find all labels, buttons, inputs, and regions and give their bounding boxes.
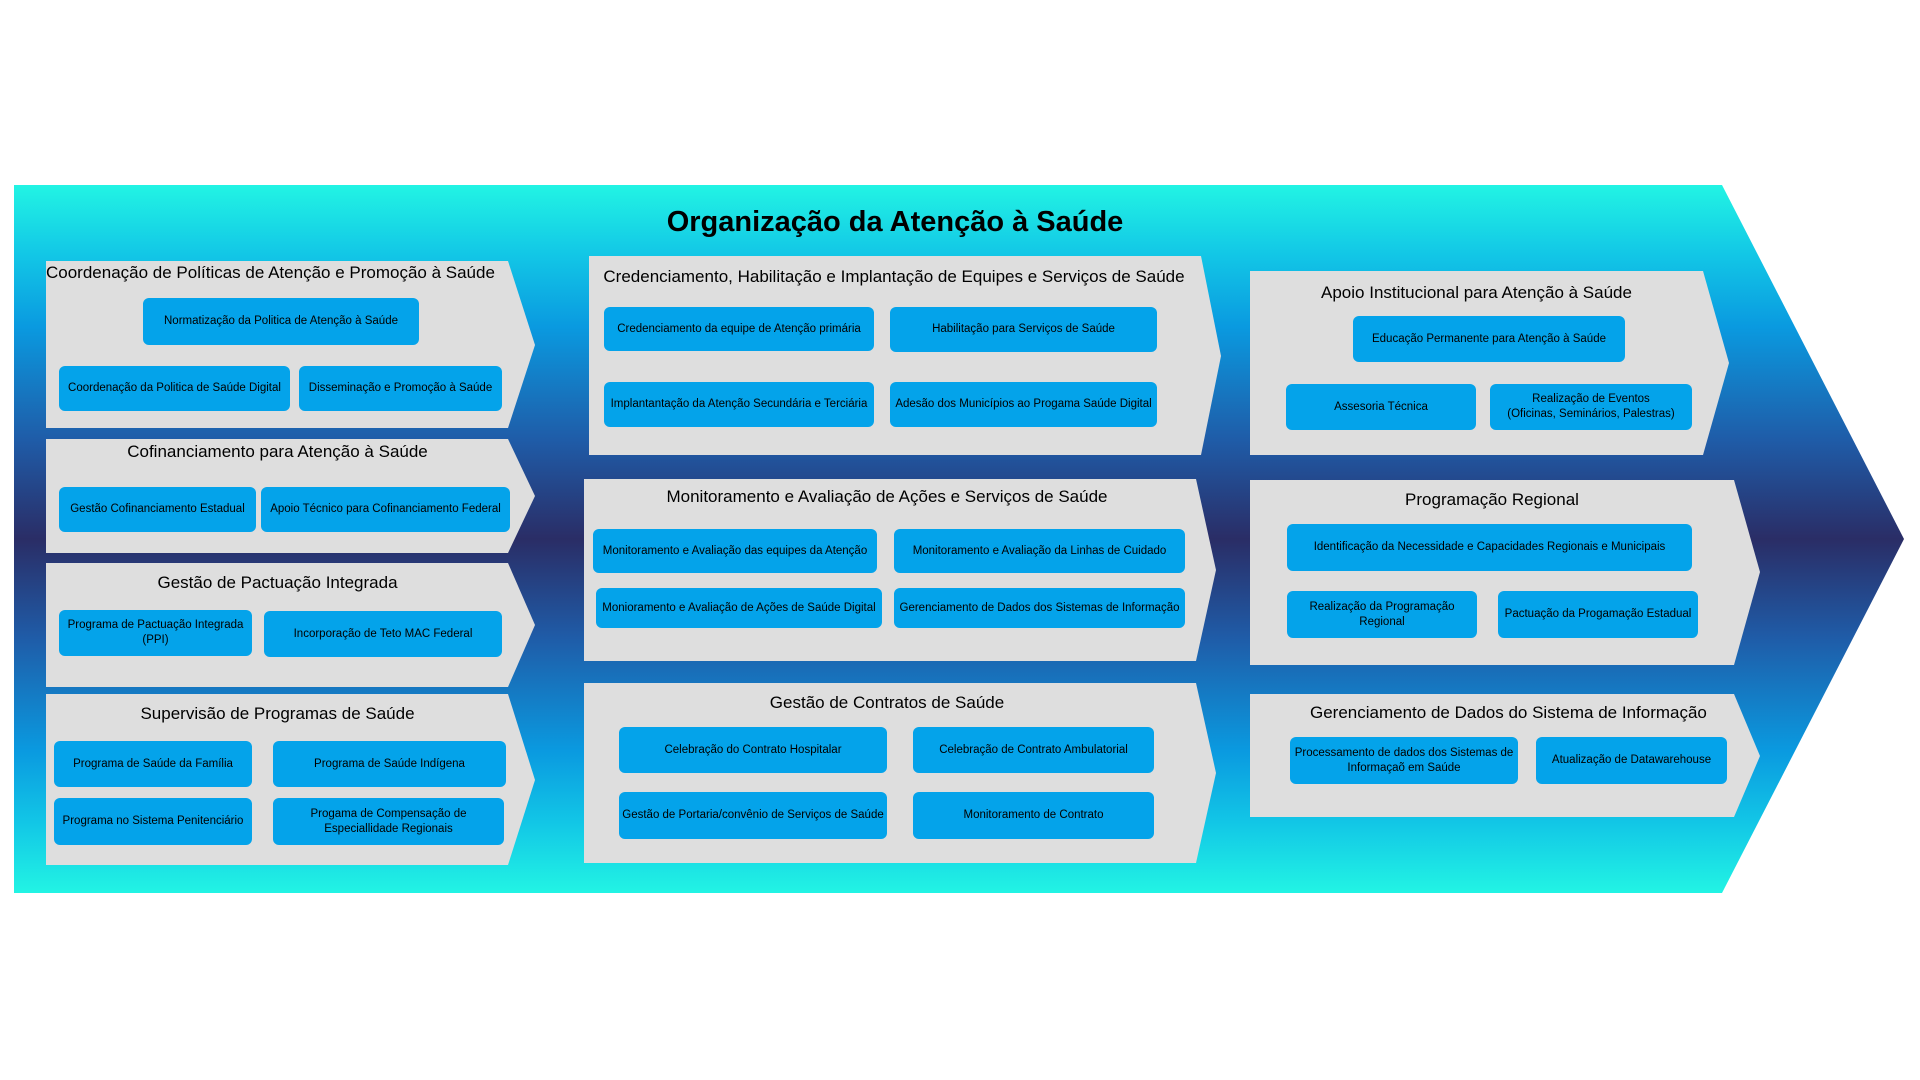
box-assessoria-tecnica[interactable]: Assesoria Técnica: [1286, 384, 1476, 430]
panel-title: Gerenciamento de Dados do Sistema de Inf…: [1310, 703, 1707, 722]
box-label: Adesão dos Municípios ao Progama Saúde D…: [895, 398, 1152, 410]
panel-gerenciamento-dados: Gerenciamento de Dados do Sistema de Inf…: [1250, 694, 1760, 817]
panel-pactuacao-integrada: Gestão de Pactuação Integrada Programa d…: [46, 563, 535, 687]
panel-credenciamento-habilitacao: Credenciamento, Habilitação e Implantaçã…: [589, 256, 1221, 455]
panel-apoio-institucional: Apoio Institucional para Atenção à Saúde…: [1250, 271, 1729, 455]
box-atualizacao-datawarehouse[interactable]: Atualização de Datawarehouse: [1536, 737, 1727, 784]
box-label: Gestão de Portaria/convênio de Serviços …: [622, 809, 884, 821]
panel-title: Gestão de Pactuação Integrada: [157, 573, 398, 592]
box-label: Implantantação da Atenção Secundária e T…: [610, 398, 868, 410]
box-label: Realização de Eventos (Oficinas, Seminár…: [1507, 393, 1675, 420]
box-gestao-cofinanciamento-estadual[interactable]: Gestão Cofinanciamento Estadual: [59, 487, 256, 532]
panel-title: Supervisão de Programas de Saúde: [140, 704, 415, 723]
diagram-title: Organização da Atenção à Saúde: [666, 206, 1124, 238]
box-contrato-ambulatorial[interactable]: Celebração de Contrato Ambulatorial: [913, 727, 1154, 773]
panel-coordenacao-politicas: Coordenação de Políticas de Atenção e Pr…: [46, 261, 535, 428]
panel-monitoramento-avaliacao: Monitoramento e Avaliação de Ações e Ser…: [584, 479, 1216, 661]
box-label: Programa no Sistema Penitenciário: [62, 815, 244, 827]
box-coordenacao-saude-digital[interactable]: Coordenação da Politica de Saúde Digital: [59, 366, 290, 411]
box-label: Habilitação para Serviços de Saúde: [932, 323, 1115, 335]
box-ppi[interactable]: Programa de Pactuação Integrada (PPI): [59, 610, 252, 656]
box-label: Programa de Pactuação Integrada (PPI): [67, 619, 244, 646]
box-label: Credenciamento da equipe de Atenção prim…: [617, 322, 861, 335]
box-monitoramento-saude-digital[interactable]: Monioramento e Avaliação de Ações de Saú…: [596, 588, 882, 628]
box-label: Incorporação de Teto MAC Federal: [293, 627, 473, 640]
box-gerenciamento-dados-sistemas[interactable]: Gerenciamento de Dados dos Sistemas de I…: [894, 588, 1185, 628]
box-label: Educação Permanente para Atenção à Saúde: [1371, 332, 1606, 345]
box-label: Progama de Compensação de Especiallidade…: [310, 807, 467, 835]
box-saude-familia[interactable]: Programa de Saúde da Família: [54, 741, 252, 787]
box-processamento-dados[interactable]: Processamento de dados dos Sistemas de I…: [1290, 737, 1518, 784]
box-label: Programa de Saúde Indígena: [314, 757, 465, 770]
box-label: Monioramento e Avaliação de Ações de Saú…: [602, 601, 876, 614]
box-label: Processamento de dados dos Sistemas de I…: [1294, 746, 1514, 774]
panel-title: Credenciamento, Habilitação e Implantaçã…: [603, 267, 1185, 286]
box-identificacao-necessidade[interactable]: Identificação da Necessidade e Capacidad…: [1287, 524, 1692, 571]
box-realizacao-eventos[interactable]: Realização de Eventos (Oficinas, Seminár…: [1490, 384, 1692, 430]
panel-cofinanciamento: Cofinanciamento para Atenção à Saúde Ges…: [46, 439, 535, 553]
box-credenciamento-atencao-primaria[interactable]: Credenciamento da equipe de Atenção prim…: [604, 307, 874, 351]
box-compensacao-especialidade[interactable]: Progama de Compensação de Especiallidade…: [273, 798, 504, 845]
box-sistema-penitenciario[interactable]: Programa no Sistema Penitenciário: [54, 798, 252, 845]
box-label: Gestão Cofinanciamento Estadual: [70, 503, 245, 515]
box-habilitacao-servicos[interactable]: Habilitação para Serviços de Saúde: [890, 307, 1157, 352]
panel-title: Gestão de Contratos de Saúde: [769, 693, 1005, 712]
panel-programacao-regional: Programação Regional Identificação da Ne…: [1250, 480, 1760, 665]
panel-gestao-contratos: Gestão de Contratos de Saúde Celebração …: [584, 683, 1216, 863]
box-disseminacao[interactable]: Disseminação e Promoção à Saúde: [299, 366, 502, 411]
box-educacao-permanente[interactable]: Educação Permanente para Atenção à Saúde: [1353, 316, 1625, 362]
box-pactuacao-programacao[interactable]: Pactuação da Progamação Estadual: [1498, 591, 1698, 638]
box-label: Celebração do Contrato Hospitalar: [664, 743, 842, 756]
box-monitoramento-contrato[interactable]: Monitoramento de Contrato: [913, 792, 1154, 839]
box-apoio-tecnico-cofinanciamento[interactable]: Apoio Técnico para Cofinanciamento Feder…: [261, 487, 510, 532]
box-implantacao-atencao[interactable]: Implantantação da Atenção Secundária e T…: [604, 382, 874, 427]
box-label: Apoio Técnico para Cofinanciamento Feder…: [270, 503, 501, 515]
box-label: Gerenciamento de Dados dos Sistemas de I…: [899, 601, 1180, 614]
box-realizacao-programacao[interactable]: Realização da Programação Regional: [1287, 591, 1477, 638]
panel-title: Apoio Institucional para Atenção à Saúde: [1321, 283, 1632, 302]
box-label: Realização da Programação Regional: [1309, 600, 1455, 628]
box-label: Monitoramento e Avaliação das equipes da…: [602, 544, 868, 557]
panel-supervisao-programas: Supervisão de Programas de Saúde Program…: [46, 694, 535, 865]
box-monitoramento-linhas-cuidado[interactable]: Monitoramento e Avaliação da Linhas de C…: [894, 529, 1185, 573]
box-label: Coordenação da Politica de Saúde Digital: [68, 382, 281, 394]
box-label: Disseminação e Promoção à Saúde: [308, 382, 493, 394]
panel-title: Programação Regional: [1405, 490, 1579, 509]
box-label: Assesoria Técnica: [1334, 400, 1428, 413]
box-label: Monitoramento e Avaliação da Linhas de C…: [912, 544, 1167, 557]
box-label: Identificação da Necessidade e Capacidad…: [1313, 541, 1666, 553]
box-label: Programa de Saúde da Família: [73, 757, 233, 770]
panel-title: Monitoramento e Avaliação de Ações e Ser…: [666, 487, 1108, 506]
box-gestao-portaria-convenio[interactable]: Gestão de Portaria/convênio de Serviços …: [619, 792, 887, 839]
box-label: Celebração de Contrato Ambulatorial: [939, 743, 1128, 756]
box-normatizacao[interactable]: Normatização da Politica de Atenção à Sa…: [143, 298, 419, 345]
box-contrato-hospitalar[interactable]: Celebração do Contrato Hospitalar: [619, 727, 887, 773]
box-label: Pactuação da Progamação Estadual: [1504, 608, 1692, 620]
panel-title: Coordenação de Políticas de Atenção e Pr…: [46, 263, 495, 282]
panel-title: Cofinanciamento para Atenção à Saúde: [127, 442, 428, 461]
box-label: Atualização de Datawarehouse: [1551, 754, 1712, 766]
box-adesao-municipios[interactable]: Adesão dos Municípios ao Progama Saúde D…: [890, 382, 1157, 427]
box-teto-mac[interactable]: Incorporação de Teto MAC Federal: [264, 611, 502, 657]
box-label: Monitoramento de Contrato: [963, 809, 1104, 821]
box-monitoramento-equipes[interactable]: Monitoramento e Avaliação das equipes da…: [593, 529, 877, 573]
box-saude-indigena[interactable]: Programa de Saúde Indígena: [273, 741, 506, 787]
box-label: Normatização da Politica de Atenção à Sa…: [164, 315, 398, 327]
